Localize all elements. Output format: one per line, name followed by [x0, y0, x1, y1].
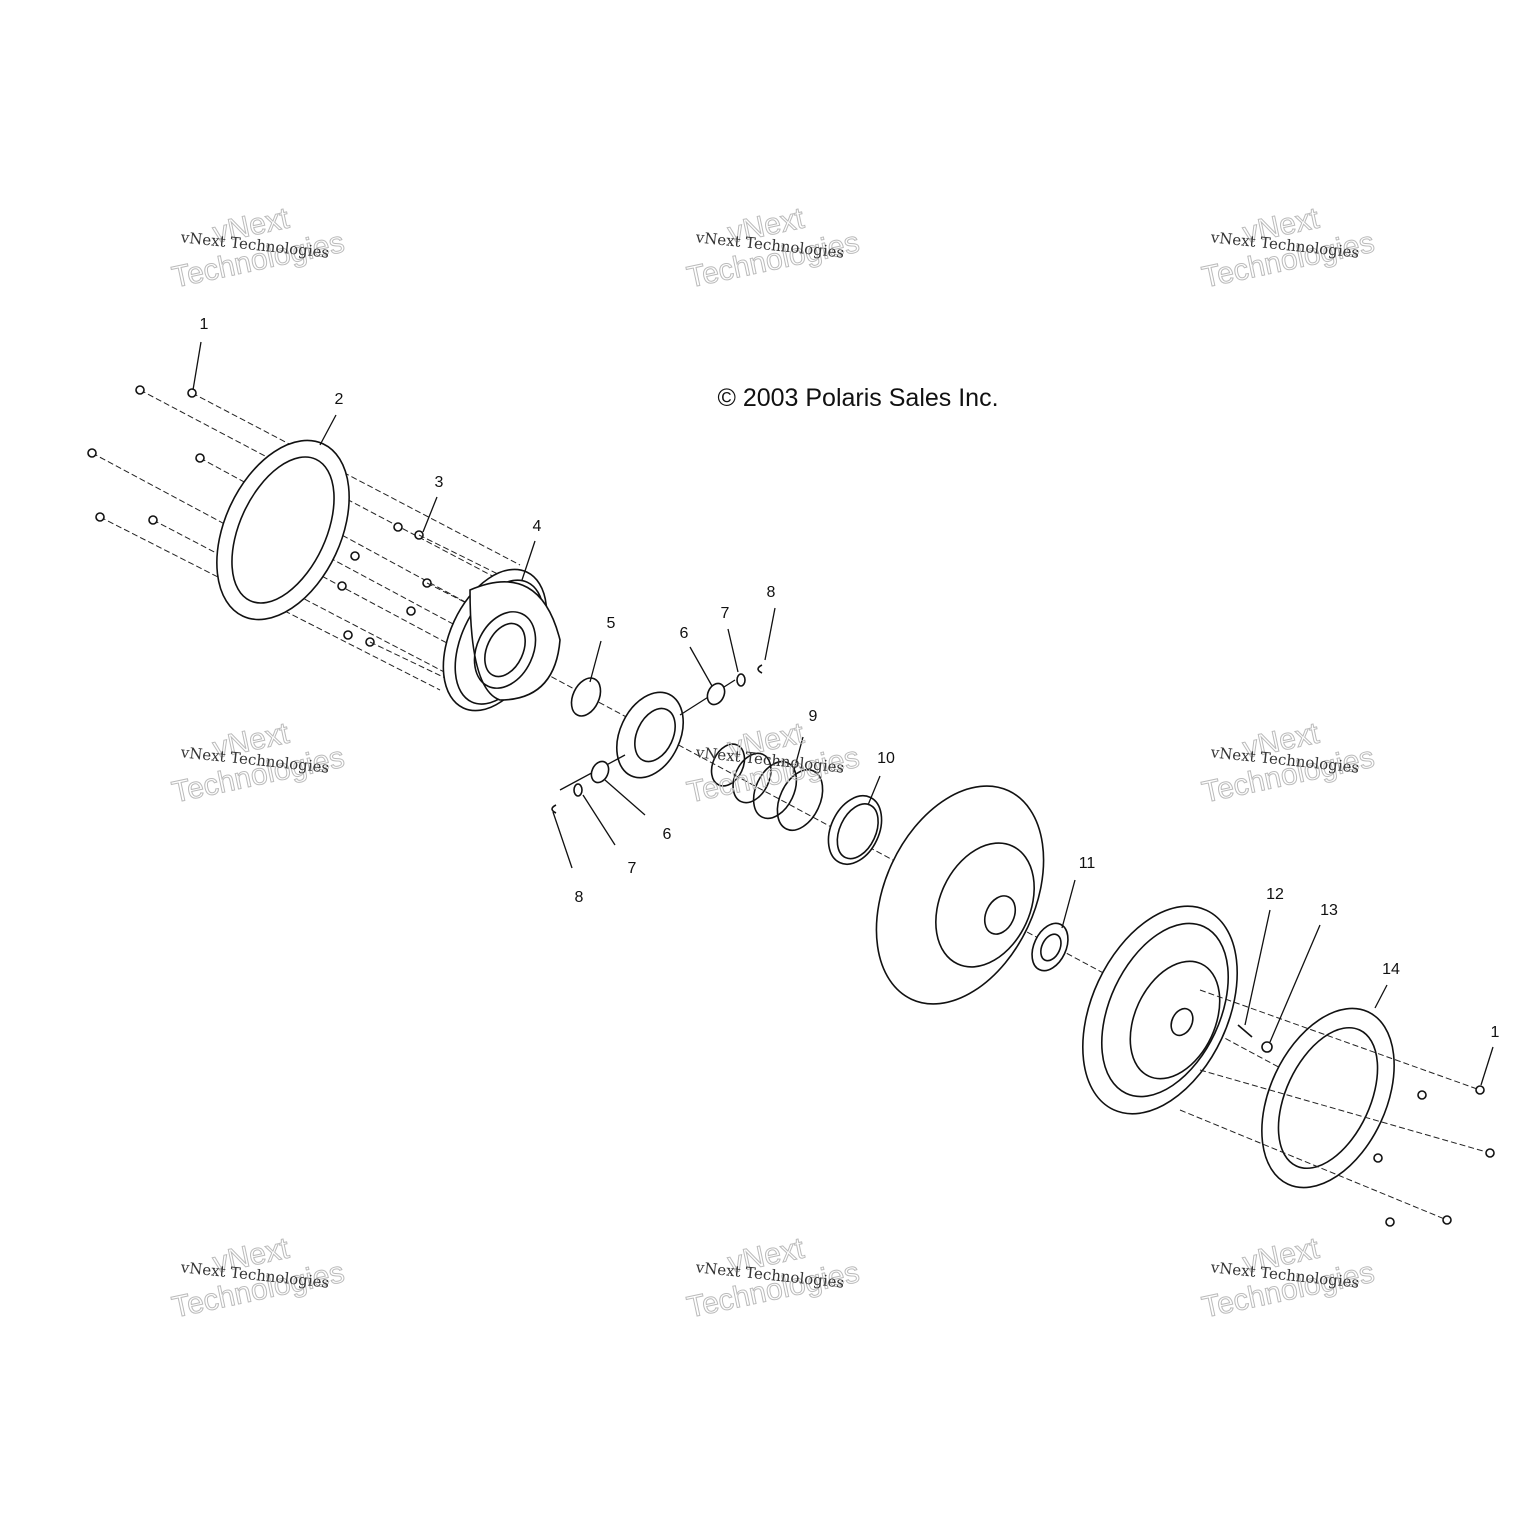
callout-10: 10: [877, 750, 895, 767]
callout-7-lower: 7: [628, 860, 637, 877]
callout-7: 7: [721, 605, 730, 622]
callout-2: 2: [335, 391, 344, 408]
callout-8: 8: [767, 584, 776, 601]
callout-1-right: 1: [1491, 1024, 1500, 1041]
moveable-sheave: [875, 785, 1045, 1005]
callout-13: 13: [1320, 902, 1338, 919]
callout-4: 4: [533, 518, 542, 535]
snap-ring-item-5: [570, 677, 602, 717]
gasket-ring-item-2: [216, 439, 350, 621]
callout-labels: 1 2 3 4 5 6 7 8 9 10 11 12 13 14 1 6 7 8: [200, 316, 1500, 1041]
bolts-item-1-left: [87, 385, 205, 525]
bolts-item-1-right: [1179, 989, 1495, 1227]
callout-6: 6: [680, 625, 689, 642]
washer-item-11: [1031, 922, 1069, 972]
callout-3: 3: [435, 474, 444, 491]
callout-8-lower: 8: [575, 889, 584, 906]
callout-6-lower: 6: [663, 826, 672, 843]
rollers-washers-clips: [551, 664, 763, 814]
spring-item-9: [710, 743, 824, 832]
callout-1: 1: [200, 316, 209, 333]
leader-lines: [192, 341, 1494, 1086]
ring-item-14: [1261, 1007, 1395, 1189]
nut-item-13: [1261, 1041, 1273, 1053]
callout-12: 12: [1266, 886, 1284, 903]
cover-housing: [1082, 905, 1238, 1115]
callout-11: 11: [1079, 855, 1096, 872]
callout-14: 14: [1382, 961, 1400, 978]
bushing-item-10: [827, 795, 883, 865]
callout-9: 9: [809, 708, 818, 725]
screws-item-3: [337, 522, 511, 686]
copyright-notice: © 2003 Polaris Sales Inc.: [717, 384, 998, 412]
callout-5: 5: [607, 615, 616, 632]
pin-item-12: [1237, 1024, 1253, 1038]
housing-item-4: [442, 568, 561, 712]
